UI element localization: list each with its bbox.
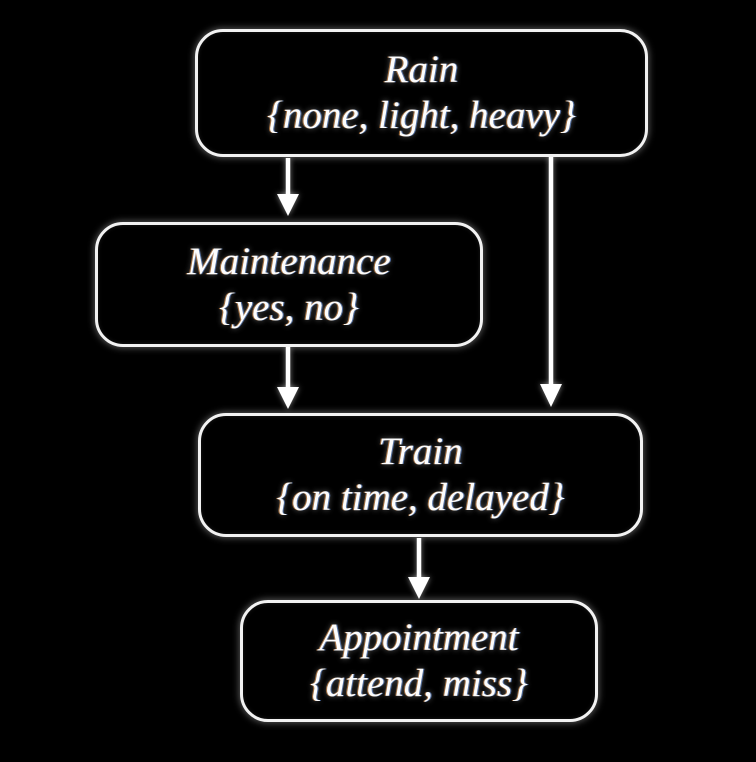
node-rain-label: Rain — [384, 48, 459, 92]
arrowhead-icon — [540, 384, 562, 407]
node-rain[interactable]: Rain {none, light, heavy} — [195, 29, 648, 157]
node-maintenance-label: Maintenance — [187, 239, 391, 283]
node-train[interactable]: Train {on time, delayed} — [198, 413, 643, 537]
node-maintenance-states: {yes, no} — [219, 285, 359, 329]
arrowhead-icon — [408, 577, 430, 599]
edge-maintenance-to-train — [268, 345, 308, 411]
node-appointment-label: Appointment — [319, 616, 519, 660]
node-train-states: {on time, delayed} — [276, 476, 565, 519]
arrowhead-icon — [277, 194, 299, 216]
node-train-label: Train — [378, 430, 463, 474]
edge-rain-to-maintenance — [268, 156, 308, 218]
node-appointment[interactable]: Appointment {attend, miss} — [240, 600, 598, 722]
node-rain-states: {none, light, heavy} — [267, 94, 576, 137]
edge-train-to-appointment — [399, 536, 439, 601]
node-appointment-states: {attend, miss} — [310, 662, 528, 705]
edge-rain-to-train — [531, 154, 571, 410]
node-maintenance[interactable]: Maintenance {yes, no} — [95, 222, 483, 347]
arrowhead-icon — [277, 387, 299, 409]
